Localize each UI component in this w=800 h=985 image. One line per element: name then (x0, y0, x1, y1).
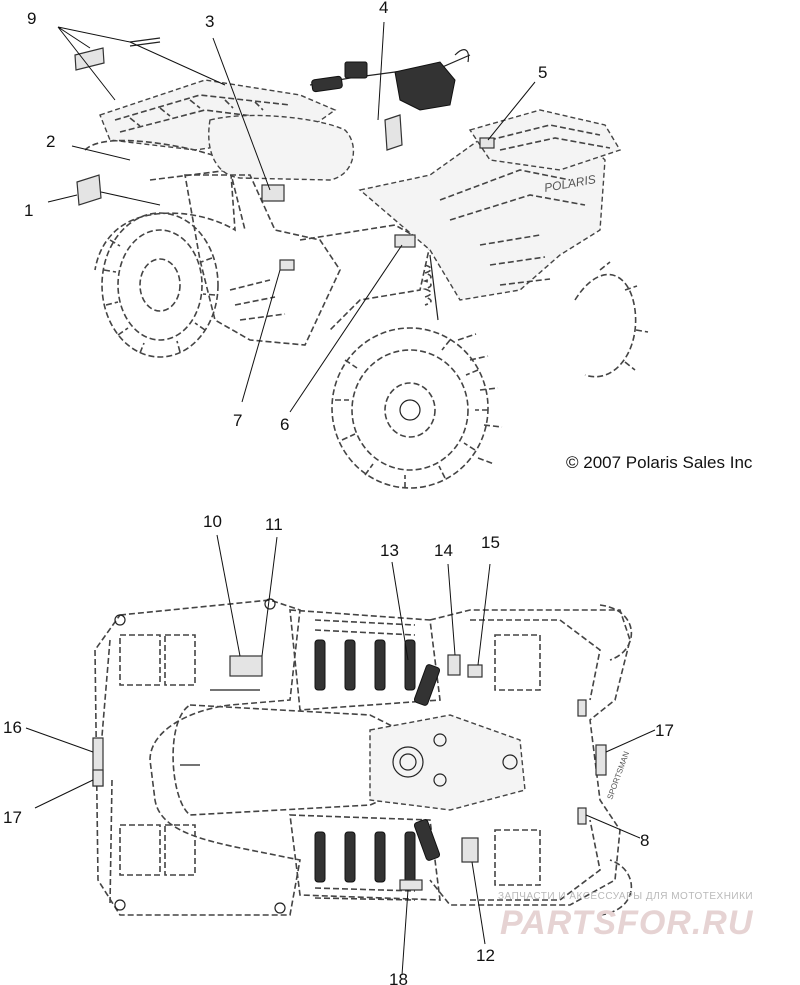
callout-7: 7 (233, 411, 242, 430)
callout-9: 9 (27, 9, 36, 28)
headlight-pod (394, 61, 456, 111)
callout-10: 10 (203, 512, 222, 531)
callout-17-rear: 17 (3, 808, 22, 827)
decal-14-top (447, 654, 461, 676)
callout-13: 13 (380, 541, 399, 560)
decal-9-loose-b (129, 37, 161, 43)
decal-front-a (577, 699, 587, 717)
decal-18-top (399, 879, 423, 891)
decal-15-top (467, 664, 483, 678)
decal-7 (279, 259, 295, 271)
callout-1: 1 (24, 201, 33, 220)
decal-17-rear (92, 769, 104, 787)
callout-14: 14 (434, 541, 453, 560)
callout-5: 5 (538, 63, 547, 82)
callout-12: 12 (476, 946, 495, 965)
decal-12-top (461, 837, 479, 863)
watermark-brand: PARTSFOR.RU (500, 904, 754, 942)
footwell-upper-grips (314, 619, 416, 691)
callout-15: 15 (481, 533, 500, 552)
decal-4 (384, 114, 403, 151)
decal-9-loose-a (74, 47, 105, 71)
watermark-caption: ЗАПЧАСТИ И АКСЕССУАРЫ ДЛЯ МОТОТЕХНИКИ (498, 891, 753, 902)
callout-3: 3 (205, 12, 214, 31)
callout-16: 16 (3, 718, 22, 737)
watermark: ЗАПЧАСТИ И АКСЕССУАРЫ ДЛЯ МОТОТЕХНИКИ PA… (498, 891, 754, 942)
left-grip (311, 75, 343, 93)
atv-body: POLARIS (84, 49, 622, 346)
decal-17-front (595, 744, 607, 776)
front-wheel (331, 327, 503, 489)
callout-8: 8 (640, 831, 649, 850)
callout-2: 2 (46, 132, 55, 151)
decal-8-front (577, 807, 587, 825)
decal-1-loose (76, 174, 102, 206)
callout-11: 11 (265, 515, 283, 534)
copyright-notice: © 2007 Polaris Sales Inc (566, 453, 753, 472)
rear-wheel (101, 212, 219, 358)
decal-11-top (229, 655, 263, 677)
far-front-wheel (574, 261, 649, 378)
callout-17-front: 17 (655, 721, 674, 740)
callout-6: 6 (280, 415, 289, 434)
decal-6 (394, 234, 416, 248)
decal-3-side (261, 184, 285, 202)
throttle-housing (344, 61, 368, 79)
decal-5 (479, 137, 495, 149)
callout-18: 18 (389, 970, 408, 985)
atv-side-view: POLARIS (47, 21, 649, 489)
svg-text:SPORTSMAN: SPORTSMAN (605, 750, 631, 801)
callout-4: 4 (379, 0, 388, 17)
